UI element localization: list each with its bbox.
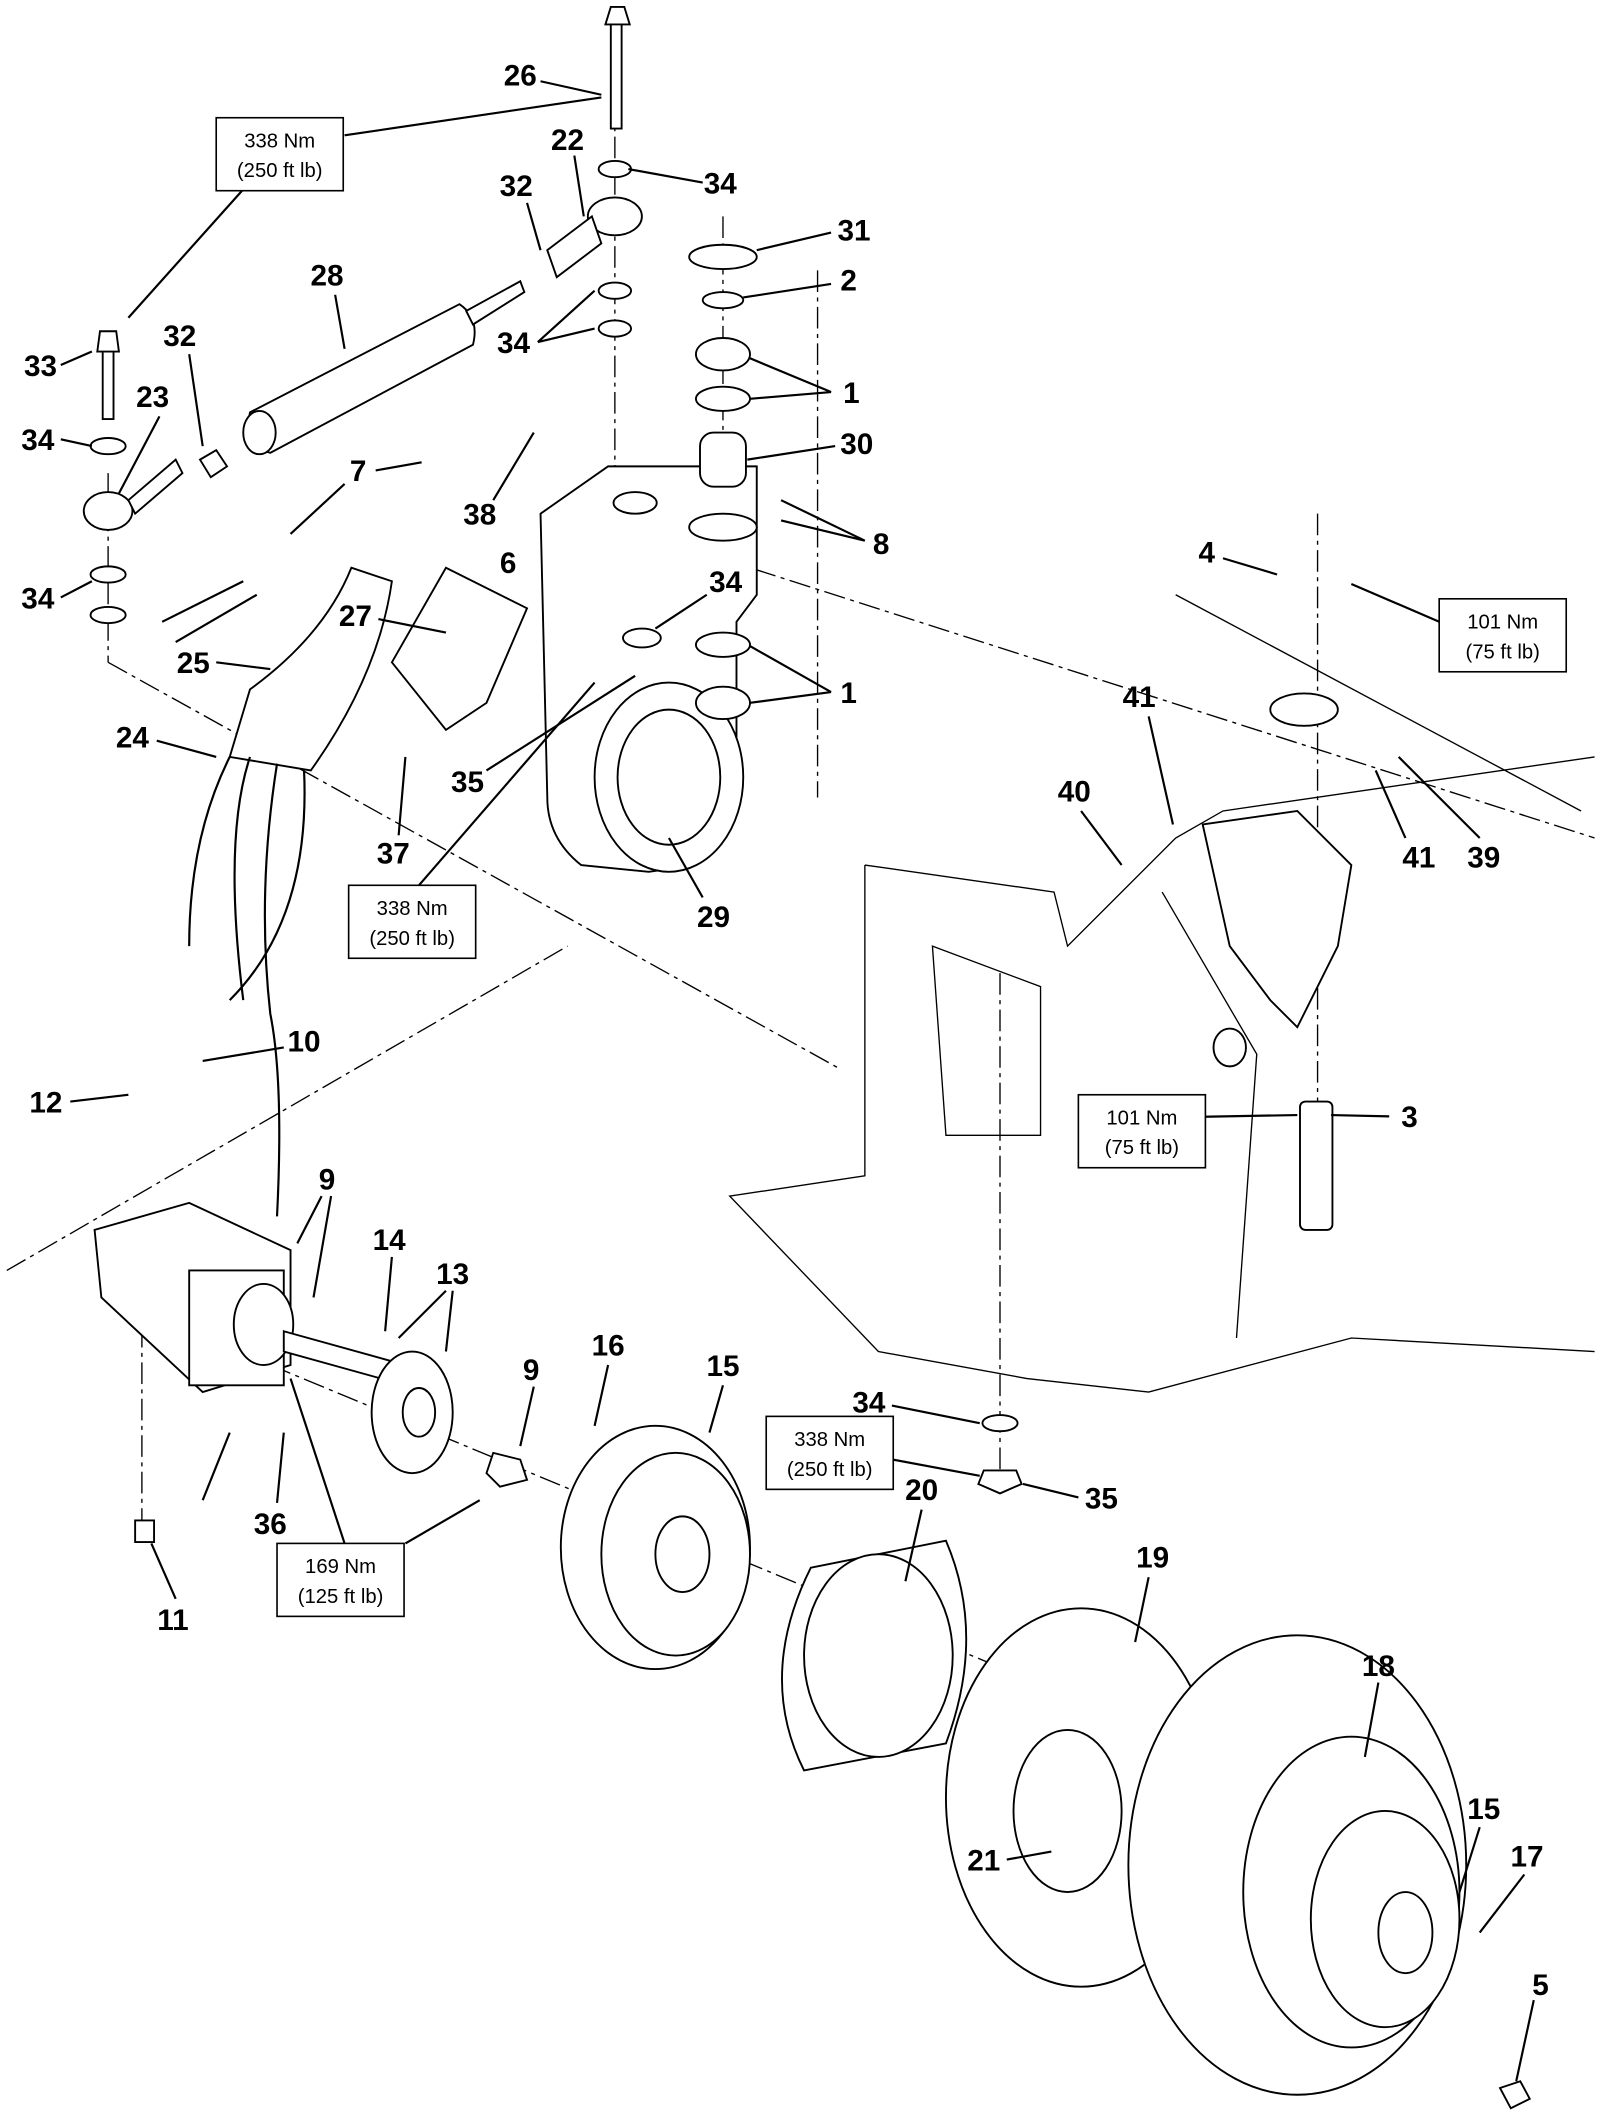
torque-box-frame — [276, 1542, 405, 1618]
callout-35: 35 — [451, 766, 484, 799]
callout-39: 39 — [1467, 842, 1500, 875]
callout-6: 6 — [500, 547, 517, 580]
callout-34: 34 — [709, 566, 743, 599]
torque-metric: 338 Nm — [377, 898, 448, 920]
callout-32: 32 — [500, 170, 533, 203]
callout-13: 13 — [436, 1258, 469, 1291]
torque-spec-box: 338 Nm (250 ft lb) — [215, 116, 345, 192]
torque-imperial: (250 ft lb) — [237, 160, 323, 182]
centerlines — [6, 27, 1595, 1758]
callout-16: 16 — [592, 1330, 625, 1363]
callout-15: 15 — [1467, 1793, 1500, 1826]
torque-spec-box: 169 Nm (125 ft lb) — [276, 1542, 405, 1618]
torque-box-frame — [765, 1415, 895, 1491]
callout-29: 29 — [697, 901, 730, 934]
callout-14: 14 — [373, 1224, 407, 1257]
callout-9: 9 — [523, 1354, 540, 1387]
callout-36: 36 — [254, 1508, 287, 1541]
callout-32: 32 — [163, 320, 196, 353]
callout-3: 3 — [1401, 1101, 1418, 1134]
callout-8: 8 — [873, 528, 890, 561]
callout-24: 24 — [116, 721, 150, 754]
torque-metric: 101 Nm — [1106, 1107, 1177, 1129]
torque-box-frame — [1077, 1093, 1207, 1169]
steering-knuckle — [539, 465, 758, 873]
callout-34: 34 — [21, 424, 55, 457]
torque-box-frame — [347, 884, 477, 960]
torque-spec-box: 101 Nm (75 ft lb) — [1438, 598, 1568, 673]
callout-15: 15 — [706, 1350, 739, 1383]
callout-21: 21 — [967, 1844, 1000, 1877]
callout-34: 34 — [704, 167, 738, 200]
callout-31: 31 — [838, 215, 871, 248]
torque-spec-box: 338 Nm (250 ft lb) — [347, 884, 477, 960]
callout-9: 9 — [319, 1163, 336, 1196]
callout-2: 2 — [840, 265, 857, 298]
callout-38: 38 — [463, 498, 496, 531]
callout-25: 25 — [177, 647, 210, 680]
torque-metric: 101 Nm — [1467, 612, 1538, 634]
callout-22: 22 — [551, 124, 584, 157]
steering-cylinder — [82, 196, 643, 531]
callout-19: 19 — [1136, 1542, 1169, 1575]
callout-18: 18 — [1362, 1650, 1395, 1683]
callout-30: 30 — [840, 428, 873, 461]
wheel-motor — [93, 1201, 529, 1543]
callout-20: 20 — [905, 1474, 938, 1507]
callout-41: 41 — [1402, 842, 1435, 875]
callout-37: 37 — [377, 838, 410, 871]
callout-35: 35 — [1085, 1482, 1118, 1515]
torque-metric: 338 Nm — [794, 1429, 865, 1451]
callout-23: 23 — [136, 381, 169, 414]
callout-7: 7 — [350, 455, 367, 488]
torque-imperial: (75 ft lb) — [1105, 1137, 1179, 1159]
callout-4: 4 — [1198, 536, 1215, 569]
torque-box-frame — [215, 116, 345, 192]
callout-26: 26 — [504, 59, 537, 92]
callout-34: 34 — [852, 1386, 886, 1419]
torque-imperial: (250 ft lb) — [787, 1459, 873, 1481]
callout-5: 5 — [1532, 1969, 1549, 2002]
callout-34: 34 — [21, 582, 55, 615]
torque-metric: 338 Nm — [244, 130, 315, 152]
torque-box-frame — [1438, 598, 1568, 673]
callout-11: 11 — [157, 1604, 188, 1637]
callout-17: 17 — [1510, 1840, 1543, 1873]
wheel-assembly — [559, 1424, 1532, 2110]
callout-40: 40 — [1058, 776, 1091, 809]
callout-12: 12 — [29, 1086, 62, 1119]
callout-34: 34 — [497, 327, 531, 360]
hydraulic-hoses — [161, 566, 529, 1217]
torque-metric: 169 Nm — [305, 1556, 376, 1578]
torque-spec-box: 101 Nm (75 ft lb) — [1077, 1093, 1207, 1169]
leader-lines — [60, 80, 1535, 2082]
callout-1: 1 — [843, 377, 860, 410]
callout-41: 41 — [1123, 681, 1156, 714]
torque-imperial: (125 ft lb) — [298, 1586, 384, 1608]
frame — [728, 594, 1595, 1393]
bearing-stack — [89, 5, 1023, 1495]
callout-27: 27 — [339, 600, 372, 633]
callout-33: 33 — [24, 350, 57, 383]
torque-imperial: (250 ft lb) — [369, 928, 455, 950]
torque-imperial: (75 ft lb) — [1466, 641, 1540, 663]
callout-1: 1 — [840, 677, 857, 710]
torque-specs: 338 Nm (250 ft lb) 101 Nm (75 ft lb) 338 Nm (… — [215, 116, 1568, 1618]
torque-spec-box: 338 Nm (250 ft lb) — [765, 1415, 895, 1491]
callout-10: 10 — [288, 1026, 321, 1059]
callout-28: 28 — [310, 259, 343, 292]
